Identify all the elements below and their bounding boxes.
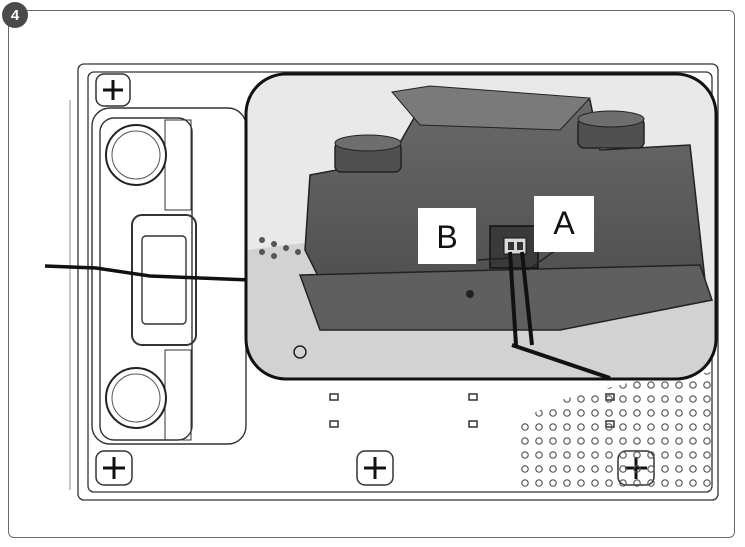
leader-line-a <box>527 249 557 271</box>
cap-left <box>334 134 402 173</box>
screw-hole-bottom-left <box>95 450 133 486</box>
zoom-detail <box>246 74 716 379</box>
knob-top <box>105 124 167 186</box>
vent-holes <box>520 372 712 490</box>
cable-left <box>44 264 251 282</box>
wire-a <box>520 251 534 346</box>
step-number-badge: 4 <box>2 2 28 28</box>
callout-label-a: A <box>553 205 575 241</box>
knob-bottom <box>105 367 167 429</box>
cable-right <box>511 343 611 379</box>
terminal-connector <box>489 225 539 269</box>
zoom-detail-border <box>244 72 718 381</box>
callout-box-a <box>534 196 594 252</box>
callout-box-b <box>418 208 476 264</box>
wire-b <box>508 251 518 346</box>
leader-line-b <box>477 257 511 261</box>
screw-hole-top-left <box>95 73 131 107</box>
screw-hole-bottom-center <box>356 450 394 486</box>
cap-right <box>577 110 645 149</box>
figure-frame <box>8 10 735 538</box>
callout-label-b: B <box>436 219 457 255</box>
